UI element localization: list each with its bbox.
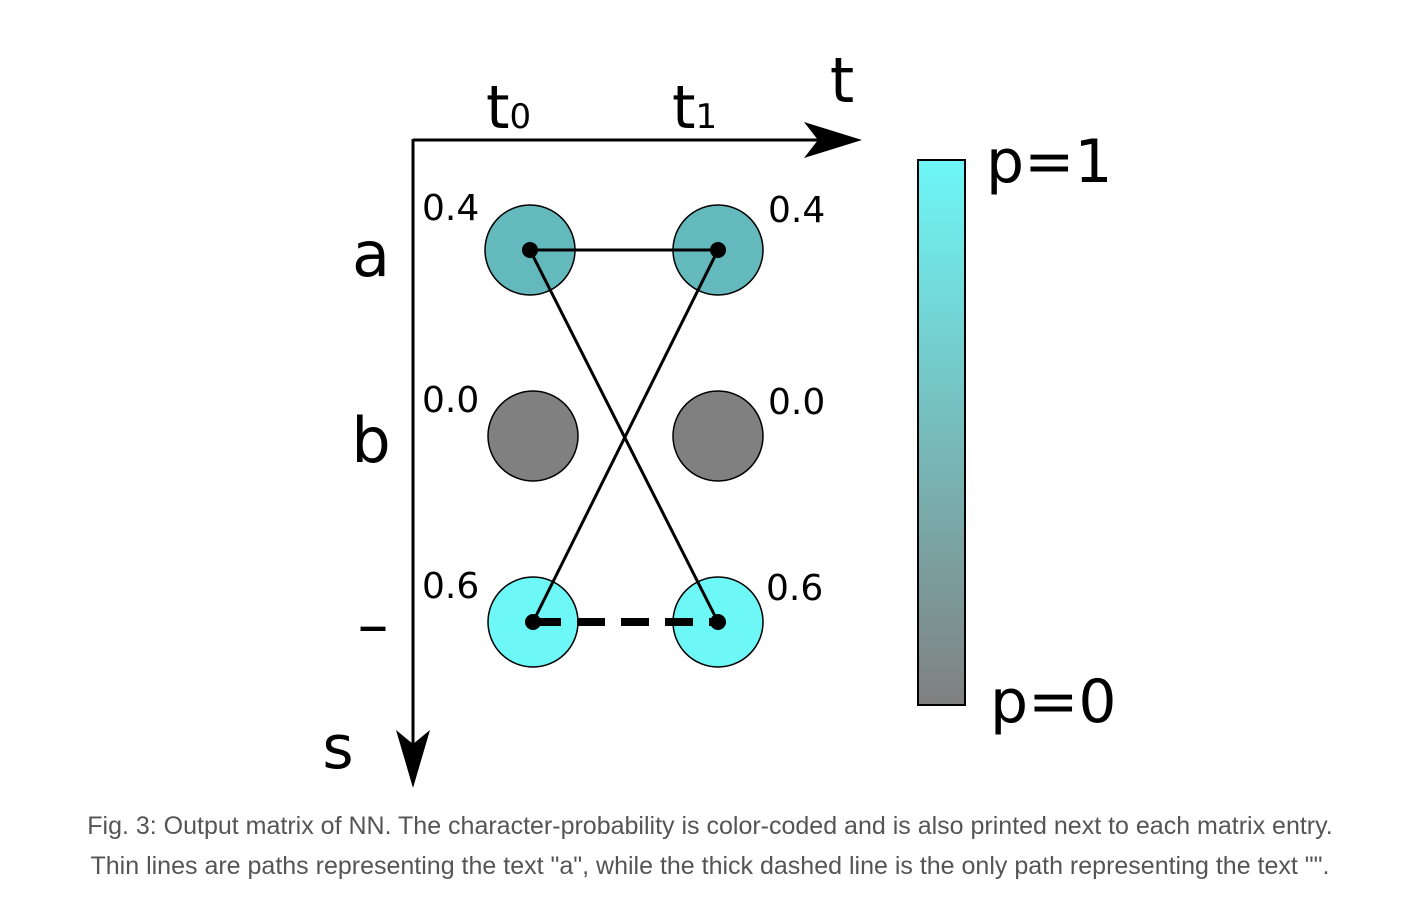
prob-a-t1: 0.4 (768, 190, 825, 231)
path-dot (525, 614, 541, 630)
time-axis-arrowhead (804, 122, 862, 158)
symbol-axis-arrowhead (396, 730, 430, 788)
figure-caption: Fig. 3: Output matrix of NN. The charact… (0, 806, 1420, 886)
path-dot (522, 242, 538, 258)
path-blank-a (531, 249, 720, 623)
symbol-label-blank: – (358, 588, 389, 661)
path-dot (710, 242, 726, 258)
caption-line-2: Thin lines are paths representing the te… (90, 852, 1330, 880)
symbol-axis-label: s (322, 713, 353, 783)
prob-b-t1: 0.0 (768, 382, 825, 423)
time-step-label-t1: t1 (672, 73, 717, 143)
node-b-t0 (487, 390, 579, 482)
time-axis-label: t (830, 44, 854, 117)
path-dot (710, 614, 726, 630)
caption-line-1: Fig. 3: Output matrix of NN. The charact… (87, 812, 1333, 840)
prob-a-t0: 0.4 (422, 188, 479, 229)
colorbar: p=1 p=0 (917, 127, 1117, 737)
symbol-label-a: a (352, 218, 390, 291)
symbol-label-b: b (351, 404, 390, 477)
node-b-t1 (672, 390, 764, 482)
paths (522, 242, 726, 630)
prob-b-t0: 0.0 (422, 380, 479, 421)
colorbar-top-label: p=1 (986, 127, 1113, 197)
axes: t s t0 t1 a b – (322, 44, 862, 788)
colorbar-bottom-label: p=0 (990, 667, 1117, 737)
probability-labels: 0.4 0.4 0.0 0.0 0.6 0.6 (422, 188, 825, 609)
prob-blank-t1: 0.6 (766, 568, 823, 609)
prob-blank-t0: 0.6 (422, 566, 479, 607)
colorbar-gradient (917, 159, 966, 706)
time-step-label-t0: t0 (486, 73, 531, 143)
output-matrix-diagram: t s t0 t1 a b – 0.4 0.4 0.0 0.0 0.6 0.6 (322, 44, 1117, 788)
